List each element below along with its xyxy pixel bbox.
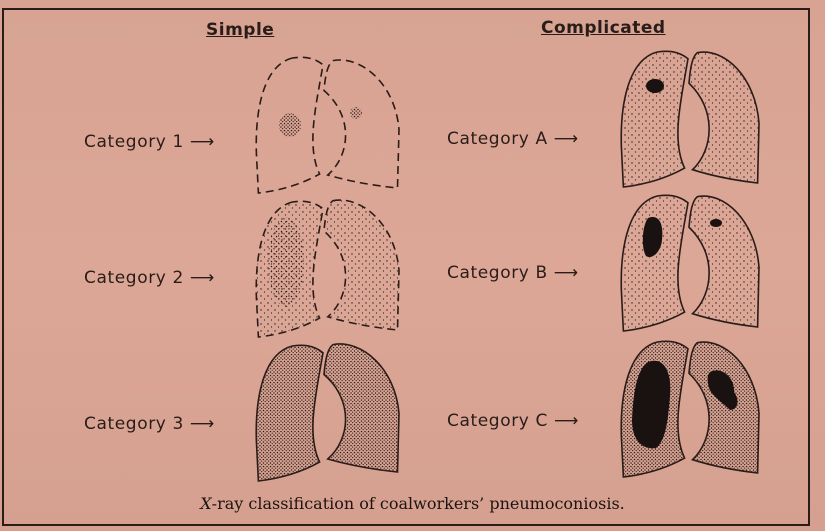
left-lung-outline <box>621 195 688 331</box>
right-lung-outline <box>689 342 759 473</box>
right-lung-outline <box>324 344 399 472</box>
right-lung-outline <box>689 52 759 183</box>
nodule-cluster <box>350 107 362 119</box>
nodule-cluster <box>279 113 301 137</box>
left-lung-outline <box>256 345 323 481</box>
nodule-cluster <box>268 217 304 307</box>
left-lung-outline <box>621 51 688 187</box>
right-lung-outline <box>689 196 759 327</box>
figure-caption: X-ray classification of coalworkers’ pne… <box>0 494 825 513</box>
right-lung-outline <box>324 60 399 188</box>
massive-fibrosis-lesion <box>646 79 664 93</box>
massive-fibrosis-lesion <box>710 219 722 227</box>
right-lung-outline <box>324 200 399 330</box>
